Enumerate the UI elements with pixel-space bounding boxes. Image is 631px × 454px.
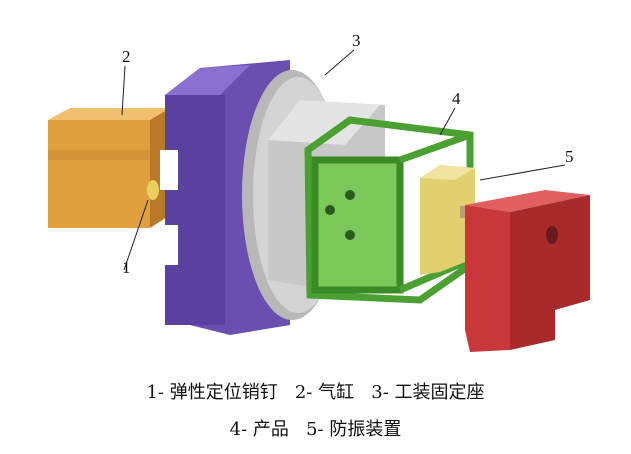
callout-4: 4 <box>452 89 461 108</box>
elastic-pin <box>147 180 159 200</box>
caption-line-2: 4- 产品 5- 防振装置 <box>229 419 402 440</box>
callout-1: 1 <box>122 258 131 277</box>
assembly-diagram: 1 2 3 4 5 <box>48 31 590 352</box>
product-frame <box>304 116 474 304</box>
callout-2: 2 <box>122 47 131 66</box>
red-block <box>465 190 590 352</box>
leader-lines <box>121 49 566 271</box>
cylinder-part <box>48 108 170 228</box>
anti-vibration-device <box>420 165 475 275</box>
callout-3: 3 <box>352 31 361 50</box>
callout-5: 5 <box>565 147 574 166</box>
caption-line-1: 1- 弹性定位销钉 2- 气缸 3- 工装固定座 <box>146 382 485 403</box>
